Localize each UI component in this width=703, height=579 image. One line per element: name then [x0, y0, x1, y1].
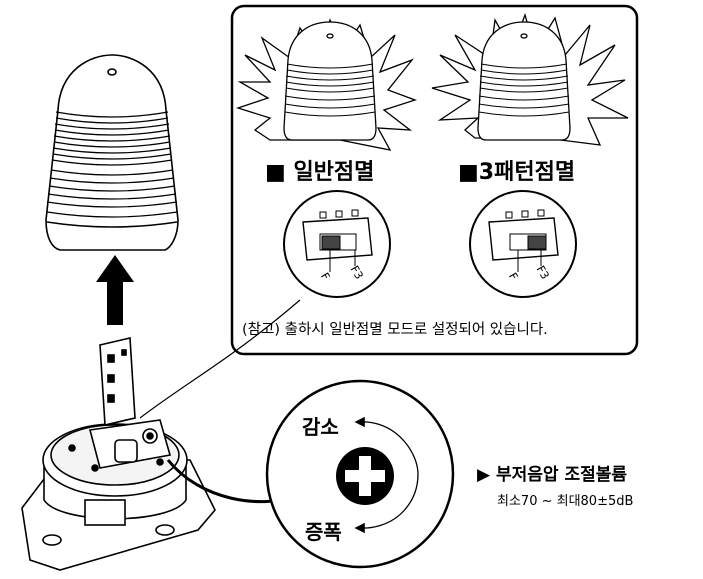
lamp-base-unit	[21, 337, 216, 571]
pattern-flash-lamp-icon	[431, 12, 629, 146]
volume-title: ▶ 부저음압 조절볼륨	[477, 465, 628, 485]
lens-cover	[45, 54, 179, 251]
switch-slider-right	[527, 235, 547, 250]
knob-decrease-label: 감소	[302, 415, 339, 439]
volume-range: 최소70 ~ 최대80±5dB	[497, 494, 634, 509]
lift-arrow	[96, 255, 134, 325]
switch-leader-line	[139, 299, 301, 419]
volume-knob-detail	[265, 379, 455, 569]
mode-pattern-label: ■3패턴점멸	[458, 160, 576, 185]
factory-setting-note: (참고) 출하시 일반점멸 모드로 설정되어 있습니다.	[242, 322, 548, 338]
mode-normal-label: ■ 일반점멸	[265, 160, 375, 185]
switch-pattern-detail	[469, 190, 577, 298]
knob-increase-label: 증폭	[305, 520, 342, 544]
switch-slider-left	[321, 235, 341, 250]
switch-normal-detail	[283, 190, 391, 298]
normal-flash-lamp-icon	[235, 18, 417, 151]
